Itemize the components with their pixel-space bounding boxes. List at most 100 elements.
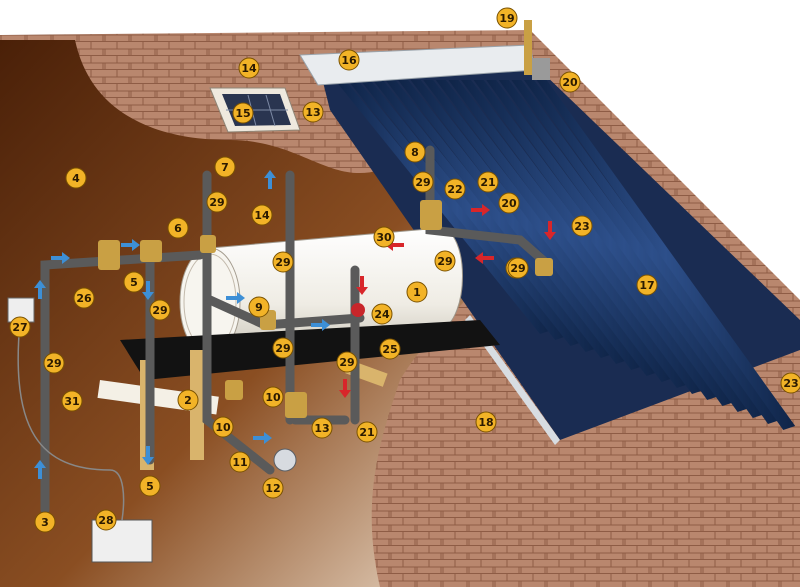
callout-badge: [43, 352, 65, 374]
callout-number: 14: [254, 209, 270, 222]
callout-badge: [406, 281, 428, 303]
cold-flow-arrow: [51, 252, 70, 264]
callout-number: 14: [241, 62, 257, 75]
callout-number: 3: [41, 516, 49, 529]
callout-number: 30: [376, 231, 392, 244]
callout-badge: [212, 416, 234, 438]
support-platform: [120, 320, 500, 380]
evacuated-tube: [473, 80, 720, 400]
hot-flow-arrow: [471, 204, 490, 216]
callout-c13b: 13: [311, 417, 333, 439]
callout-badge: [336, 351, 358, 373]
hot-flow-arrow: [356, 276, 368, 295]
callout-badge: [206, 191, 228, 213]
callout-badge: [498, 192, 520, 214]
callout-badge: [229, 451, 251, 473]
callout-number: 12: [265, 482, 280, 495]
callout-badge: [338, 49, 360, 71]
callout-number: 7: [221, 161, 229, 174]
callout-badge: [167, 217, 189, 239]
evacuated-tube: [435, 80, 674, 382]
callout-c31: 31: [61, 390, 83, 412]
callout-number: 29: [209, 196, 224, 209]
callout-c1: 1: [406, 281, 428, 303]
callout-c6: 6: [167, 217, 189, 239]
callout-badge: [302, 101, 324, 123]
callout-badge: [232, 102, 254, 124]
callout-number: 5: [130, 276, 138, 289]
callout-c9: 9: [248, 296, 270, 318]
evacuated-tube: [410, 80, 644, 370]
collector-frame-bottom: [465, 315, 560, 445]
callout-badge: [139, 475, 161, 497]
callout-c29j: 29: [507, 257, 529, 279]
callout-badge: [262, 477, 284, 499]
callout-c26: 26: [73, 287, 95, 309]
callout-badge: [248, 296, 270, 318]
callout-badge: [571, 215, 593, 237]
callout-number: 28: [98, 514, 113, 527]
callout-number: 15: [235, 107, 250, 120]
pipe-fittings: [98, 200, 553, 418]
callout-number: 5: [146, 480, 154, 493]
callout-badge: [559, 71, 581, 93]
callout-number: 29: [510, 262, 525, 275]
cold-flow-arrow: [34, 280, 46, 299]
cold-flow-arrow: [34, 460, 46, 479]
cold-flow-arrow: [264, 170, 276, 189]
callout-c10a: 10: [212, 416, 234, 438]
callout-c29c: 29: [272, 251, 294, 273]
callout-number: 2: [184, 394, 192, 407]
callout-number: 10: [265, 391, 281, 404]
callout-c23b: 23: [780, 372, 800, 394]
callout-number: 9: [255, 301, 263, 314]
callout-number: 29: [275, 256, 290, 269]
solar-collector: [299, 44, 800, 445]
callout-c7: 7: [214, 156, 236, 178]
callout-number: 29: [415, 176, 430, 189]
flow-arrows: [34, 170, 556, 479]
callout-badge: [95, 509, 117, 531]
callout-c8: 8: [404, 141, 426, 163]
callout-badge: [371, 303, 393, 325]
callout-badge: [214, 156, 236, 178]
cold-flow-arrow: [121, 239, 140, 251]
callout-c29f: 29: [434, 250, 456, 272]
callout-c29i: 29: [43, 352, 65, 374]
callout-c14b: 14: [251, 204, 273, 226]
callout-number: 21: [359, 426, 374, 439]
callout-badge: [34, 511, 56, 533]
callout-number: 17: [639, 279, 654, 292]
evacuated-tube: [335, 80, 552, 334]
callout-badge: [780, 372, 800, 394]
evacuated-tube: [524, 80, 780, 424]
callout-number: 21: [480, 176, 495, 189]
callout-c29b: 29: [149, 299, 171, 321]
callout-number: 19: [499, 12, 514, 25]
evacuated-tube: [461, 80, 704, 394]
callout-number: 29: [152, 304, 167, 317]
callout-number: 23: [574, 220, 589, 233]
callout-layer: 1234556789101011121313141415161718192020…: [9, 7, 800, 533]
callout-badge: [272, 251, 294, 273]
evacuated-tube: [448, 80, 689, 388]
callout-number: 13: [305, 106, 320, 119]
pump: [273, 448, 297, 472]
callout-badge: [444, 178, 466, 200]
callout-c25: 25: [379, 338, 401, 360]
cold-flow-arrow: [253, 432, 272, 444]
callout-c21a: 21: [477, 171, 499, 193]
callout-number: 18: [478, 416, 493, 429]
callout-badge: [272, 337, 294, 359]
callout-c21b: 21: [356, 421, 378, 443]
callout-number: 6: [174, 222, 182, 235]
callout-number: 20: [562, 76, 578, 89]
callout-c28: 28: [95, 509, 117, 531]
vent-pipe: [524, 20, 550, 80]
callout-c15: 15: [232, 102, 254, 124]
callout-badge: [356, 421, 378, 443]
hot-flow-arrow: [339, 379, 351, 398]
callout-number: 11: [232, 456, 247, 469]
hot-flow-arrow: [475, 252, 494, 264]
